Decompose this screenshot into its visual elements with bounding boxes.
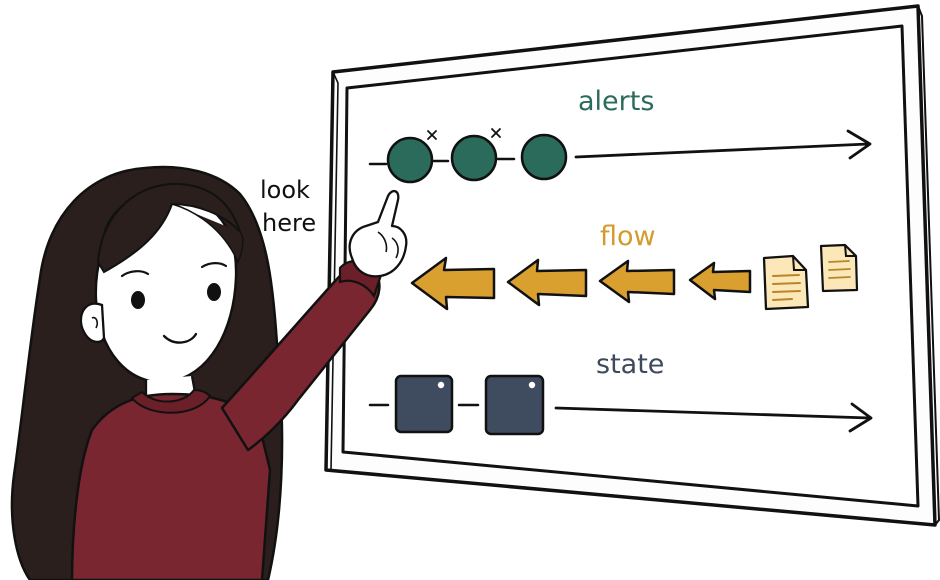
arrow-right-icon: [554, 402, 873, 433]
arrow-left-icon: [506, 258, 588, 307]
eye-right: [207, 283, 221, 301]
state-timeline: [368, 374, 873, 436]
document-icon: [819, 243, 859, 293]
alerts-node-3: [520, 133, 568, 181]
whiteboard: alerts flow: [324, 4, 940, 527]
state-node-2: [484, 374, 545, 436]
alerts-node-2: [450, 134, 498, 182]
arrow-left-icon: [598, 259, 676, 304]
alert-x-mark-1: [427, 130, 437, 140]
arrow-left-icon: [688, 261, 752, 301]
callout-look: look: [260, 176, 310, 204]
row-label-state: state: [596, 349, 664, 380]
smile: [162, 332, 198, 344]
person-pointing: [10, 165, 408, 580]
arrow-left-icon: [410, 256, 496, 311]
flow-timeline: [410, 243, 859, 311]
sweater-collar: [130, 388, 212, 414]
alerts-node-1: [386, 136, 434, 184]
state-node-1: [394, 374, 454, 434]
alerts-timeline: [368, 128, 872, 184]
hair-bangs: [96, 182, 241, 274]
pointing-hand-icon: [348, 189, 408, 278]
row-label-alerts: alerts: [578, 86, 654, 117]
callout-here: here: [262, 209, 316, 237]
ear: [79, 302, 106, 344]
alert-x-mark-2: [491, 128, 501, 138]
eye-left: [131, 291, 145, 309]
document-icon: [762, 254, 810, 311]
arrow-right-icon: [574, 129, 872, 160]
row-label-flow: flow: [600, 221, 656, 252]
board-frame-edge: [917, 5, 940, 526]
